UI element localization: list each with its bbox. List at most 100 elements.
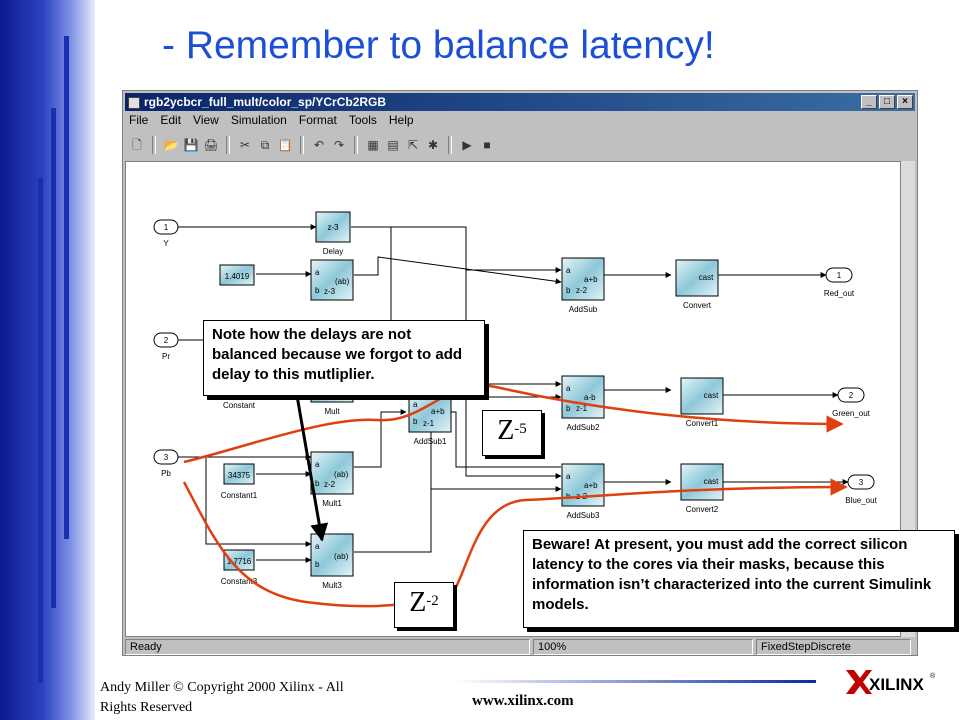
port-a: a — [315, 460, 320, 469]
outport-label: Red_out — [824, 289, 855, 298]
wire — [351, 226, 562, 273]
xilinx-logo-icon: XILINX ® — [846, 670, 936, 694]
block-text: a+b — [584, 275, 598, 284]
cut-icon[interactable]: ✂ — [239, 138, 251, 152]
new-icon[interactable]: 🗋 — [132, 138, 142, 152]
port-b: b — [315, 479, 320, 488]
slide-accent-line — [51, 108, 56, 608]
convert2-block[interactable]: cast Convert2 — [680, 463, 724, 514]
debug-icon[interactable]: ✱ — [427, 138, 439, 152]
toolbar-separator — [354, 136, 358, 154]
constant-label: Constant1 — [221, 491, 258, 500]
menu-help[interactable]: Help — [388, 113, 414, 127]
paste-icon[interactable]: 📋 — [277, 138, 293, 152]
note-callout: Note how the delays are not balanced bec… — [203, 320, 485, 396]
inport-pb[interactable]: 3 Pb — [153, 449, 179, 478]
open-icon[interactable]: 📂 — [163, 138, 179, 152]
block-label: AddSub3 — [567, 511, 600, 520]
block-text: a+b — [431, 407, 445, 416]
menu-simulation[interactable]: Simulation — [230, 113, 287, 127]
block-latency: z-2 — [576, 286, 588, 295]
slide-accent-line — [64, 36, 69, 539]
addsub1-block[interactable]: a b a+b z-1 AddSub1 — [408, 391, 452, 446]
block-text: (ab) — [334, 552, 349, 561]
port-a: a — [566, 266, 571, 275]
menu-view[interactable]: View — [193, 113, 219, 127]
port-b: b — [413, 417, 418, 426]
outport-blue[interactable]: 3 Blue_out — [845, 474, 878, 505]
inport-pr[interactable]: 2 Pr — [153, 332, 179, 361]
port-b: b — [566, 286, 571, 295]
outport-label: Green_out — [832, 409, 871, 418]
delay-block[interactable]: z-3 Delay — [315, 211, 351, 256]
toolbar-separator — [152, 136, 156, 154]
menu-tools[interactable]: Tools — [348, 113, 377, 127]
port-a: a — [413, 400, 418, 409]
addsub-block[interactable]: a b a+b z-2 AddSub — [561, 257, 605, 314]
latency-base: Z — [409, 587, 427, 618]
port-a: a — [566, 384, 571, 393]
addsub2-block[interactable]: a b a-b z-1 AddSub2 — [561, 375, 605, 432]
redo-icon[interactable]: ↷ — [333, 138, 345, 152]
print-icon[interactable]: 🖨 — [203, 138, 219, 152]
minimize-button[interactable]: _ — [861, 95, 877, 109]
window-title: rgb2ycbcr_full_mult/color_sp/YCrCb2RGB — [144, 95, 387, 109]
block-label: Mult3 — [322, 581, 342, 590]
menu-bar: File Edit View Simulation Format Tools H… — [129, 113, 414, 127]
mult1-block[interactable]: a b (ab) z-2 Mult1 — [310, 451, 354, 508]
menu-format[interactable]: Format — [298, 113, 337, 127]
menu-edit[interactable]: Edit — [160, 113, 182, 127]
latency-base: Z — [497, 415, 515, 446]
mult-block[interactable]: a b (ab) z-3 — [310, 259, 354, 301]
constant-value: 34375 — [228, 471, 251, 480]
block-label: AddSub2 — [567, 423, 600, 432]
menu-file[interactable]: File — [129, 113, 149, 127]
block-latency: z-1 — [423, 419, 435, 428]
addsub3-block[interactable]: a b a+b z-2 AddSub3 — [561, 463, 605, 520]
status-solver: FixedStepDiscrete — [756, 639, 911, 655]
start-icon[interactable]: ▶ — [462, 138, 472, 152]
toolbar-separator — [226, 136, 230, 154]
block-text: z-3 — [327, 223, 339, 232]
copy-icon[interactable]: ⧉ — [260, 138, 270, 152]
close-button[interactable]: × — [897, 95, 913, 109]
inport-number: 3 — [164, 453, 169, 462]
undo-icon[interactable]: ↶ — [313, 138, 325, 152]
inport-y[interactable]: 1 Y — [153, 219, 179, 248]
wire — [205, 457, 312, 547]
vertical-scrollbar[interactable] — [901, 161, 915, 637]
inport-label: Y — [163, 239, 169, 248]
constant-block[interactable]: 34375 Constant1 — [221, 463, 258, 500]
mult3-block[interactable]: a b (ab) Mult3 — [310, 533, 354, 590]
stop-icon[interactable]: ■ — [483, 138, 491, 152]
outport-green[interactable]: 2 Green_out — [832, 387, 871, 418]
save-icon[interactable]: 💾 — [183, 138, 199, 152]
block-text: (ab) — [334, 470, 349, 479]
latency-label-z5: Z-5 — [482, 410, 542, 456]
footer-divider — [456, 680, 816, 683]
outport-red[interactable]: 1 Red_out — [824, 267, 855, 298]
status-bar: Ready 100% FixedStepDiscrete — [125, 639, 915, 655]
toolbar: 🗋 📂 💾 🖨 ✂ ⧉ 📋 ↶ ↷ ▦ ▤ ⇱ ✱ ▶ ■ — [129, 133, 495, 157]
constant-value: 1.4019 — [225, 272, 250, 281]
port-a: a — [566, 472, 571, 481]
convert-block[interactable]: cast Convert — [675, 259, 719, 310]
block-text: cast — [704, 391, 719, 400]
block-text: (ab) — [335, 277, 350, 286]
logo-registered: ® — [930, 672, 936, 680]
block-label: Convert — [683, 301, 712, 310]
inport-label: Pr — [162, 352, 170, 361]
window-titlebar[interactable]: rgb2ycbcr_full_mult/color_sp/YCrCb2RGB _… — [125, 93, 915, 111]
latency-label-z2: Z-2 — [394, 582, 454, 628]
go-to-parent-icon[interactable]: ⇱ — [407, 138, 419, 152]
library-icon[interactable]: ▦ — [367, 138, 379, 152]
model-browser-icon[interactable]: ▤ — [387, 138, 399, 152]
block-label: Mult1 — [322, 499, 342, 508]
convert1-block[interactable]: cast Convert1 — [680, 377, 724, 428]
constant-label: Constant3 — [221, 577, 258, 586]
constant-block[interactable]: 1.4019 — [219, 264, 255, 286]
simulink-model-icon — [128, 96, 140, 109]
outport-label: Blue_out — [845, 496, 877, 505]
maximize-button[interactable]: □ — [879, 95, 895, 109]
block-label: Convert2 — [686, 505, 719, 514]
